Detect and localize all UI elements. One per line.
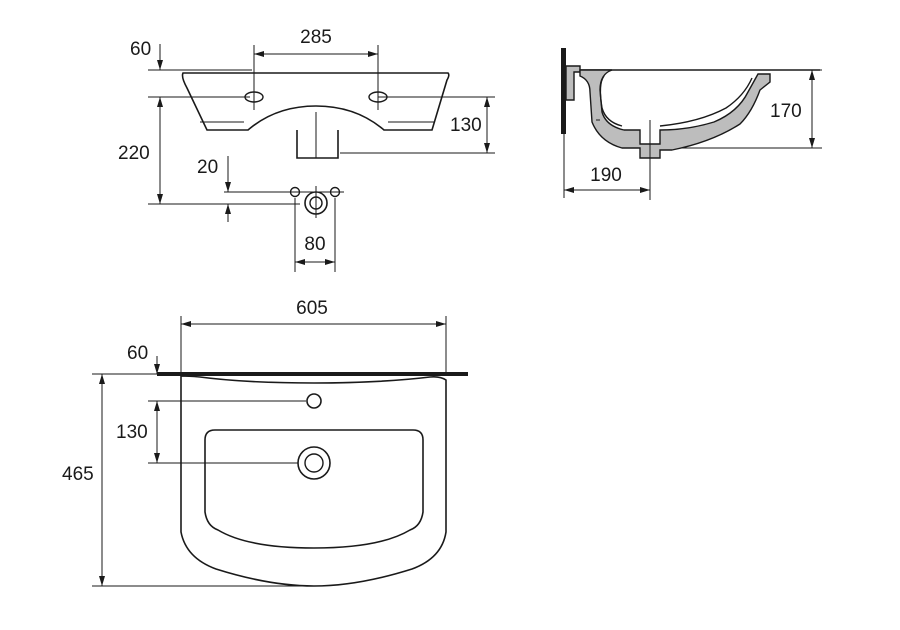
side-section-view: 170 190 — [561, 48, 822, 200]
dim-front-small: 20 — [197, 157, 218, 178]
side-basin-section — [579, 69, 771, 159]
top-basin-outline — [180, 375, 447, 587]
dim-front-height: 130 — [450, 115, 482, 136]
dim-front-tap-spacing: 285 — [300, 27, 332, 48]
dim-side-height: 170 — [770, 101, 802, 122]
dim-front-total: 220 — [118, 143, 150, 164]
dim-side-depth: 190 — [590, 165, 622, 186]
dim-front-spacing-bottom: 80 — [304, 234, 325, 255]
dim-top-tap-offset: 60 — [127, 343, 148, 364]
wall — [561, 48, 566, 134]
top-tap-hole — [306, 393, 322, 409]
front-view: 285 60 220 130 20 — [118, 27, 495, 272]
dim-top-width: 605 — [296, 298, 328, 319]
top-bowl-outline — [204, 429, 424, 549]
top-drain-inner — [304, 453, 324, 473]
dim-front-tap-offset: 60 — [130, 39, 151, 60]
front-drain-stub — [296, 130, 339, 159]
top-drain-outer — [297, 446, 331, 480]
dim-top-drain-offset: 130 — [116, 422, 148, 443]
top-view: 605 60 130 465 — [62, 298, 468, 587]
dim-top-depth: 465 — [62, 464, 94, 485]
front-basin-outline — [181, 72, 450, 131]
